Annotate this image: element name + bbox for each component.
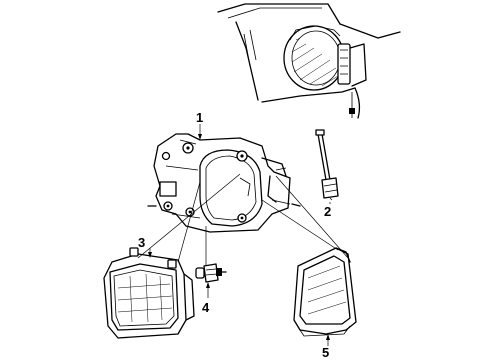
callout-1: 1 (196, 110, 203, 125)
headlamp-lens (103, 247, 195, 339)
adjuster-screw (315, 129, 339, 201)
callout-5: 5 (322, 345, 329, 360)
bulb-socket (195, 263, 227, 283)
alignment-lines (137, 173, 349, 266)
vehicle-front-panel (217, 3, 401, 119)
callout-2: 2 (324, 204, 331, 219)
callout-3: 3 (138, 235, 145, 250)
headlamp-housing (147, 133, 301, 233)
callout-leaders (148, 124, 331, 346)
parking-lamp (293, 247, 357, 337)
callout-4: 4 (202, 300, 210, 315)
